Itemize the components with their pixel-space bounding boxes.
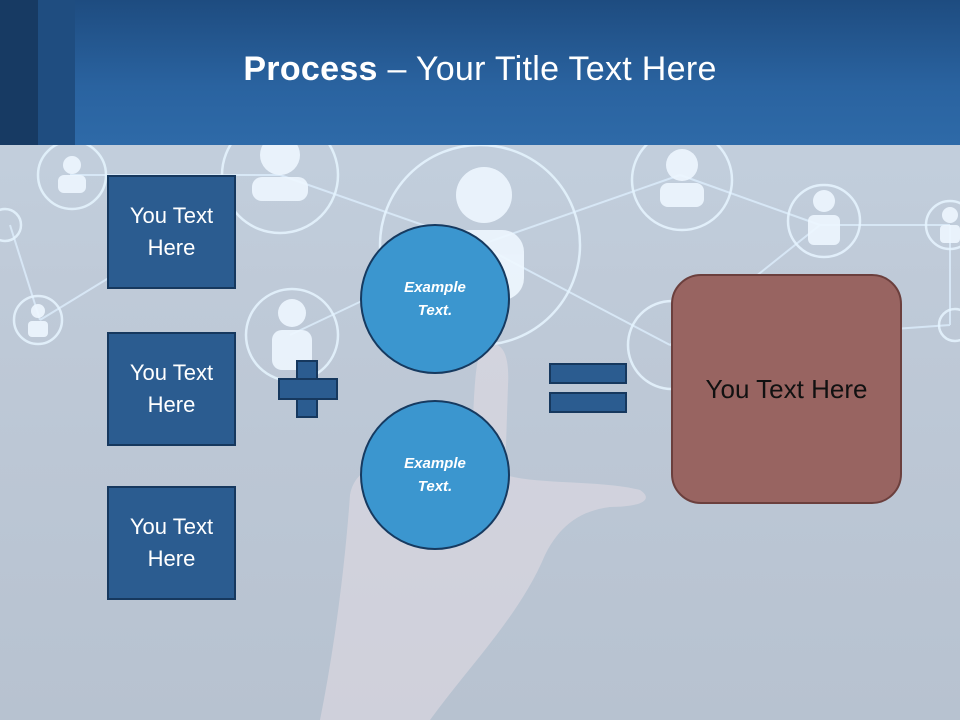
header-accent-mid <box>38 0 75 145</box>
equals-top-bar <box>549 363 627 384</box>
input-box-label: You Text Here <box>129 360 214 417</box>
example-circle-2[interactable]: Example Text. <box>360 400 510 550</box>
title-bar <box>0 0 960 145</box>
plus-center <box>298 380 316 398</box>
input-box-2[interactable]: You Text Here <box>107 332 236 446</box>
slide-title[interactable]: Process – Your Title Text Here <box>0 50 960 89</box>
title-rest: – Your Title Text Here <box>377 50 717 88</box>
equals-bottom-bar <box>549 392 627 413</box>
title-bold: Process <box>243 50 378 88</box>
input-box-label: You Text Here <box>129 203 214 260</box>
result-label: You Text Here <box>705 373 868 404</box>
result-box[interactable]: You Text Here <box>671 274 902 504</box>
circle-label: Example Text. <box>404 455 466 495</box>
input-box-3[interactable]: You Text Here <box>107 486 236 600</box>
example-circle-1[interactable]: Example Text. <box>360 224 510 374</box>
input-box-label: You Text Here <box>129 514 214 571</box>
input-box-1[interactable]: You Text Here <box>107 175 236 289</box>
circle-label: Example Text. <box>404 279 466 319</box>
header-accent-dark <box>0 0 38 145</box>
